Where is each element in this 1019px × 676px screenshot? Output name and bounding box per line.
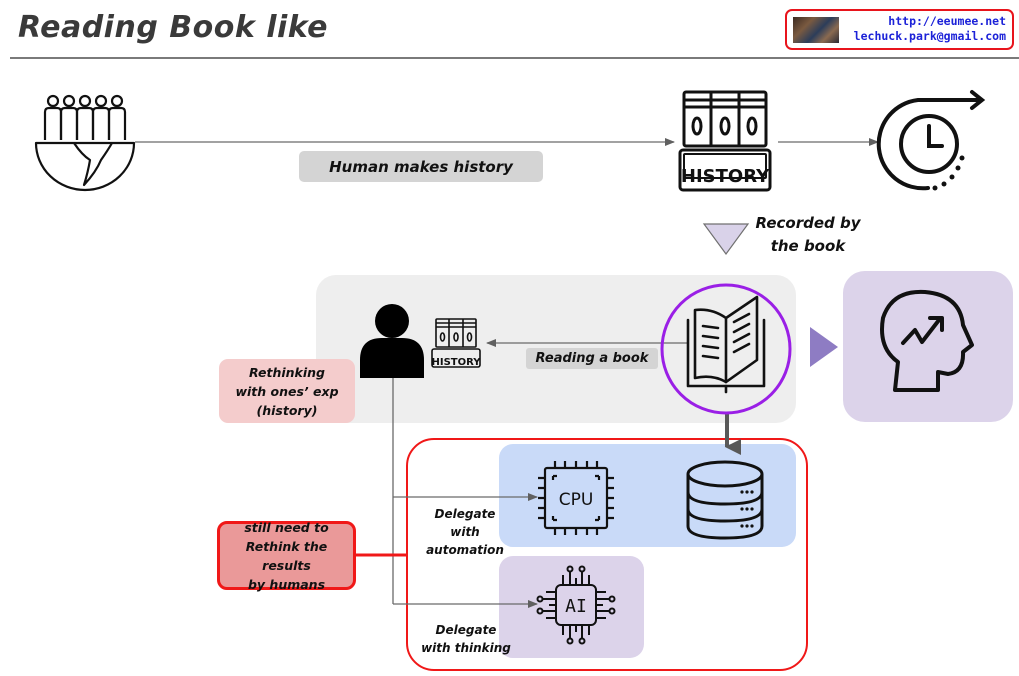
ai-label: AI — [565, 596, 587, 617]
person-icon — [360, 304, 424, 378]
cpu-label: CPU — [559, 490, 594, 510]
still-line-3: by humans — [247, 576, 326, 592]
delegate-auto-line-1: Delegate — [434, 507, 496, 521]
contact-url[interactable]: http://eeumee.net — [888, 14, 1006, 28]
book-highlight-ring — [660, 283, 792, 415]
history-books-icon — [678, 90, 772, 192]
history-word-small: HISTORY — [431, 357, 481, 368]
delegate-think-line-1: Delegate — [435, 623, 497, 637]
people-on-globe-icon — [34, 94, 136, 192]
database-icon — [686, 460, 764, 540]
delegate-thinking-label: Delegate with thinking — [418, 621, 514, 657]
automation-panel — [499, 444, 796, 547]
contact-info: http://eeumee.net lechuck.park@gmail.com — [854, 14, 1006, 44]
still-line-2: Rethink the results — [245, 538, 328, 573]
human-makes-history-label: Human makes history — [299, 151, 543, 182]
recorded-line-1: Recorded by — [755, 214, 861, 232]
still-line-1: still need to — [244, 519, 329, 535]
history-books-small-icon — [431, 318, 481, 368]
to-insight-triangle — [810, 327, 838, 367]
contact-badge: http://eeumee.net lechuck.park@gmail.com — [785, 9, 1014, 50]
contact-email[interactable]: lechuck.park@gmail.com — [853, 29, 1006, 43]
rethinking-line-3: (history) — [256, 402, 318, 418]
recorded-down-triangle — [702, 223, 750, 256]
author-thumbnail — [793, 17, 839, 43]
rethinking-label: Rethinking with ones’ exp (history) — [219, 359, 355, 423]
page-title: Reading Book like — [18, 10, 329, 45]
cpu-chip-icon — [538, 461, 614, 535]
history-word-big: HISTORY — [681, 166, 770, 187]
clock-dots — [932, 155, 965, 191]
rethinking-line-2: with ones’ exp — [235, 383, 339, 399]
insight-panel — [843, 271, 1013, 422]
still-need-rethink-label: still need to Rethink the results by hum… — [217, 519, 356, 592]
database-dots — [740, 490, 754, 528]
delegate-auto-line-2: with automation — [426, 525, 504, 557]
recorded-line-2: the book — [770, 237, 846, 255]
ai-chip-icon — [536, 565, 616, 645]
delegate-think-line-2: with thinking — [421, 641, 511, 655]
open-book-icon — [686, 295, 766, 394]
time-forward-icon — [876, 90, 986, 191]
rethinking-line-1: Rethinking — [249, 364, 325, 380]
recorded-by-book-label: Recorded by the book — [748, 212, 868, 258]
reading-a-book-label: Reading a book — [526, 348, 658, 369]
delegate-automation-label: Delegate with automation — [410, 505, 520, 559]
title-divider — [10, 57, 1019, 59]
head-growth-icon — [880, 289, 974, 392]
